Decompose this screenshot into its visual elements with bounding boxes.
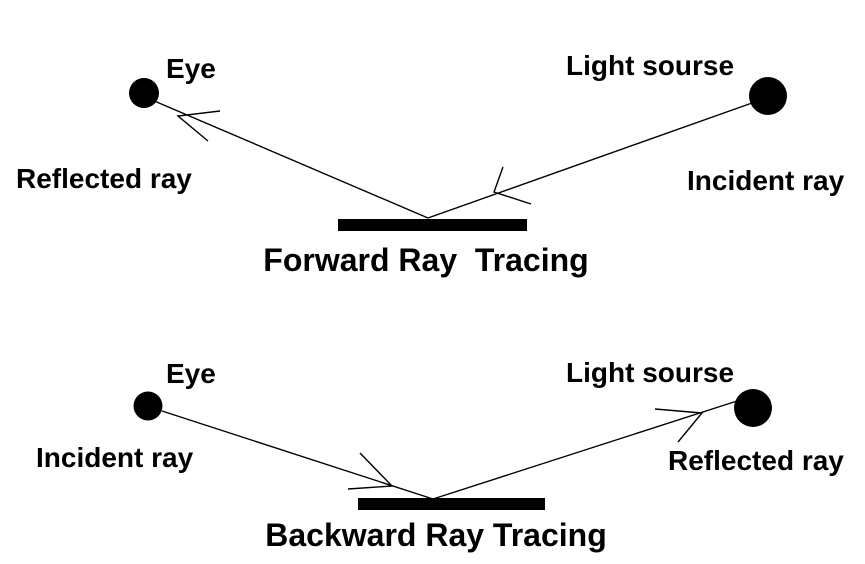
backward-reflected-arrowhead-icon bbox=[654, 408, 704, 443]
backward-surface-bar bbox=[358, 498, 545, 510]
forward-diagram-title: Forward Ray Tracing bbox=[263, 242, 589, 278]
forward-eye-dot-icon bbox=[129, 78, 159, 108]
forward-incident-ray-label: Incident ray bbox=[687, 165, 845, 196]
forward-eye-label: Eye bbox=[166, 53, 216, 84]
forward-incident-ray-line bbox=[427, 102, 753, 219]
forward-incident-arrowhead-icon bbox=[493, 166, 532, 205]
backward-incident-arrowhead-icon bbox=[347, 452, 394, 490]
backward-reflected-ray-label: Reflected ray bbox=[668, 445, 844, 476]
backward-diagram-title: Backward Ray Tracing bbox=[265, 517, 607, 553]
backward-incident-ray-line bbox=[161, 410, 434, 500]
backward-incident-ray-label: Incident ray bbox=[36, 442, 194, 473]
forward-reflected-ray-line bbox=[151, 99, 429, 219]
backward-light-source-dot-icon bbox=[734, 389, 772, 427]
forward-reflected-arrowhead-icon bbox=[176, 110, 221, 142]
backward-eye-dot-icon bbox=[133, 391, 163, 421]
forward-diagram-graphics bbox=[129, 77, 787, 231]
backward-light-source-label: Light sourse bbox=[566, 357, 735, 388]
backward-eye-label: Eye bbox=[166, 358, 216, 389]
forward-light-source-label: Light sourse bbox=[566, 50, 735, 81]
backward-diagram-graphics bbox=[133, 389, 772, 510]
forward-surface-bar bbox=[338, 219, 527, 231]
forward-reflected-ray-label: Reflected ray bbox=[16, 163, 192, 194]
backward-reflected-ray-line bbox=[432, 400, 738, 500]
forward-light-source-dot-icon bbox=[749, 77, 787, 115]
